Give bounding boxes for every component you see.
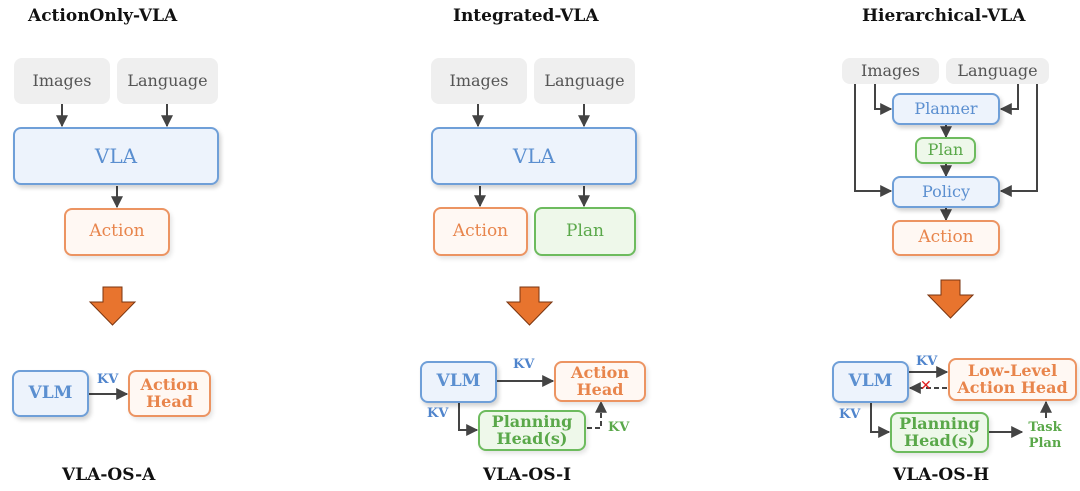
- planning-head-box: Planning Head(s): [890, 412, 989, 453]
- down-arrow-icon: [88, 286, 137, 326]
- panel-title-actiononly: ActionOnly-VLA: [28, 6, 178, 26]
- panel-title-hierarchical: Hierarchical-VLA: [862, 6, 1026, 26]
- arrow-language-to-policy: [999, 84, 1038, 197]
- panel-caption-vla-os-i: VLA-OS-I: [483, 465, 572, 485]
- vla-model-box: VLA: [431, 127, 637, 185]
- arrow-images-to-planner: [874, 84, 893, 115]
- planning-head-box: Planning Head(s): [478, 410, 586, 451]
- arrow-planning-to-action-dashed: [587, 400, 607, 429]
- arrow-language-to-planner: [999, 84, 1019, 115]
- blocked-cross-icon: ✕: [920, 378, 932, 394]
- arrow-vlm-to-planning-head: [458, 403, 479, 436]
- plan-output-box: Plan: [534, 207, 636, 256]
- planner-box: Planner: [892, 93, 1000, 125]
- vlm-box: VLM: [420, 361, 497, 403]
- action-head-line-1: Low-Level: [967, 360, 1058, 380]
- action-head-box: Action Head: [128, 370, 211, 417]
- low-level-action-head-box: Low-Level Action Head: [948, 358, 1077, 401]
- images-input-box: Images: [431, 58, 527, 104]
- task-plan-label: Task Plan: [1028, 420, 1062, 451]
- language-input-box: Language: [534, 58, 635, 104]
- panel-title-integrated: Integrated-VLA: [453, 6, 599, 26]
- action-output-box: Action: [433, 207, 528, 256]
- kv-label: KV: [513, 357, 535, 372]
- action-head-box: Action Head: [554, 361, 646, 402]
- language-input-box: Language: [117, 58, 218, 104]
- vlm-box: VLM: [12, 370, 89, 417]
- kv-label: KV: [427, 406, 449, 421]
- policy-box: Policy: [892, 176, 1000, 208]
- action-head-line-2: Action Head: [957, 377, 1068, 397]
- plan-box: Plan: [915, 137, 976, 164]
- kv-label: KV: [608, 420, 630, 435]
- images-input-box: Images: [842, 58, 939, 84]
- panel-caption-vla-os-h: VLA-OS-H: [893, 465, 990, 485]
- vla-model-box: VLA: [13, 127, 219, 185]
- down-arrow-icon: [926, 279, 975, 319]
- arrow-images-to-policy: [854, 84, 893, 197]
- panel-caption-vla-os-a: VLA-OS-A: [62, 465, 156, 485]
- kv-label: KV: [916, 354, 938, 369]
- language-input-box: Language: [946, 58, 1049, 84]
- kv-label: KV: [839, 407, 861, 422]
- kv-label: KV: [97, 372, 119, 387]
- action-output-box: Action: [892, 220, 1000, 256]
- arrow-vlm-to-planning-head: [870, 403, 891, 438]
- down-arrow-icon: [505, 286, 554, 326]
- action-output-box: Action: [64, 208, 170, 256]
- images-input-box: Images: [14, 58, 110, 104]
- vlm-box: VLM: [832, 361, 909, 403]
